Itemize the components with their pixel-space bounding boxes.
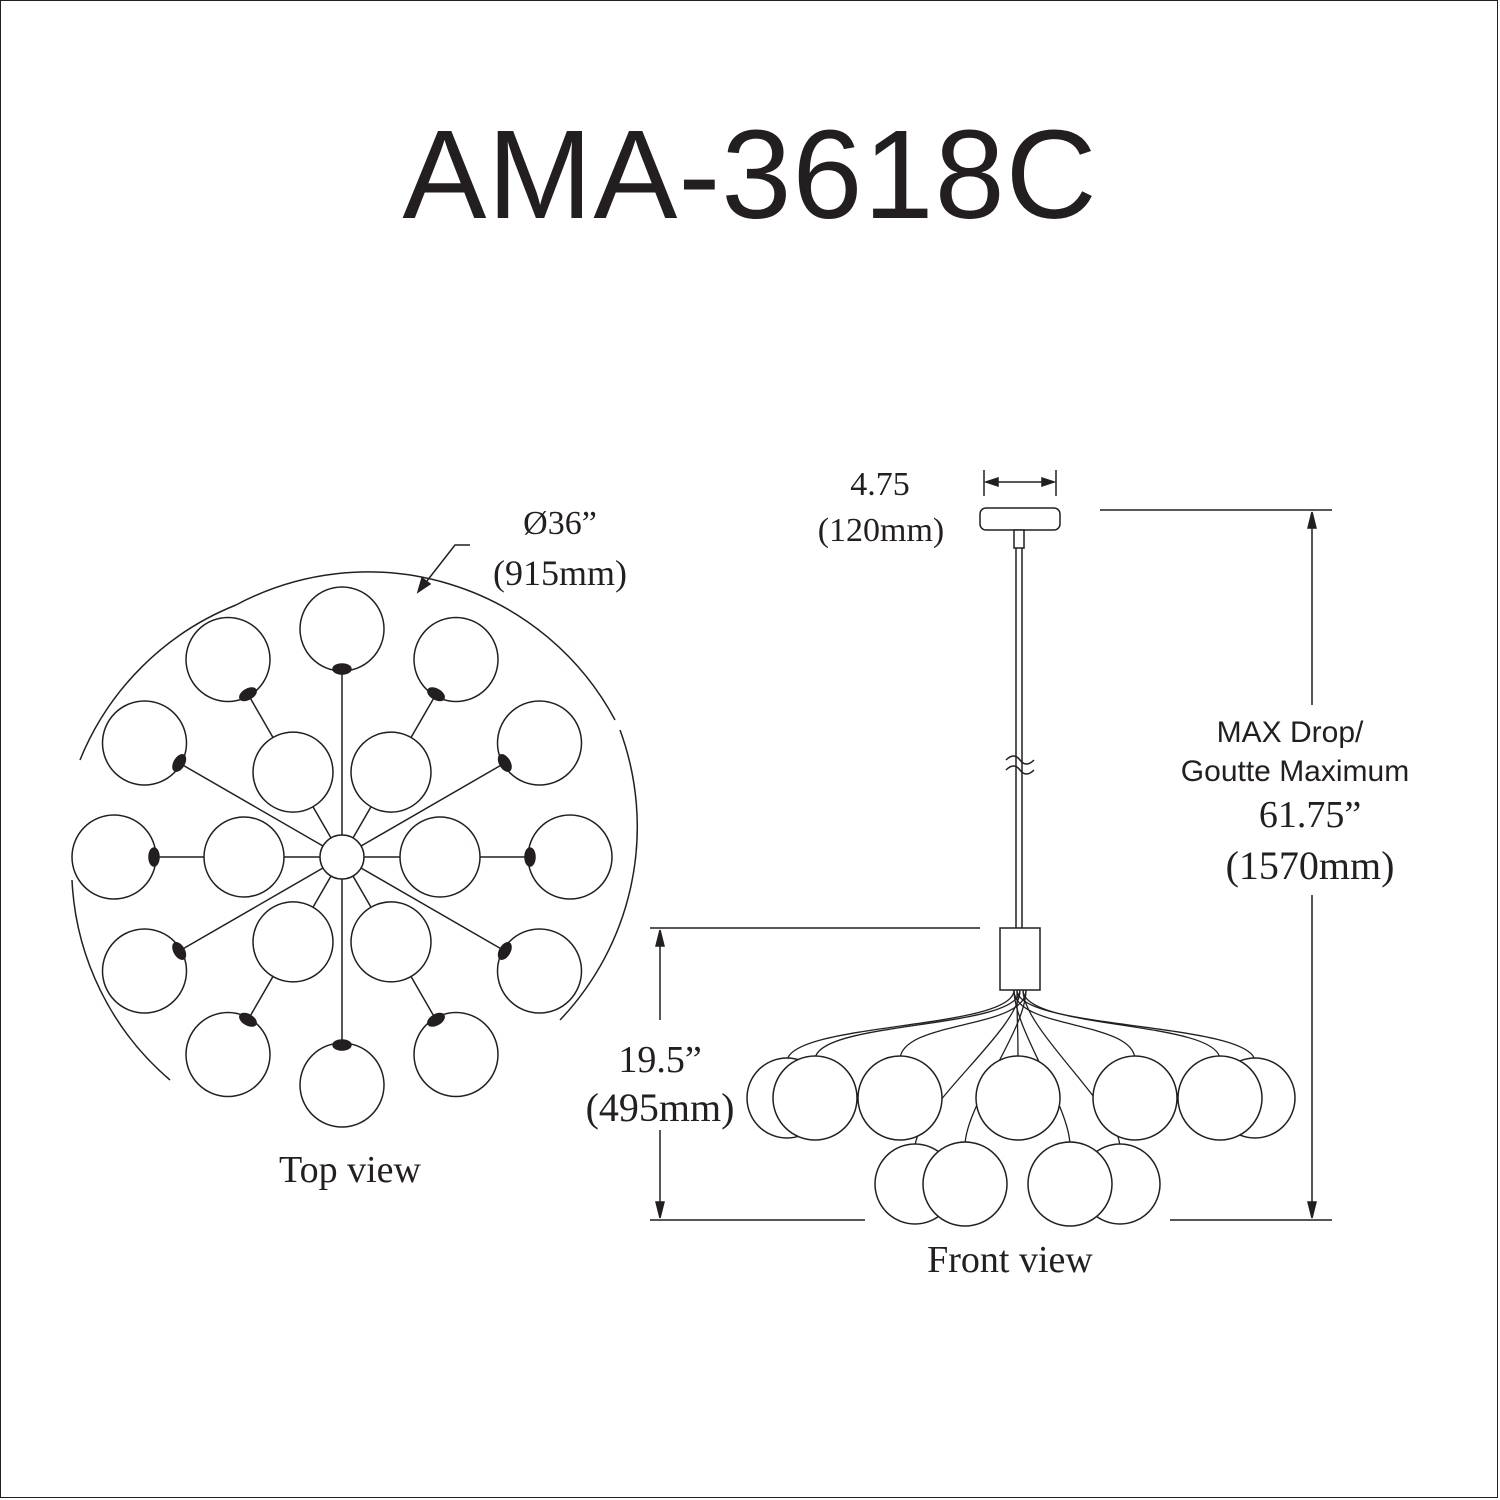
top-view-outer-globe: [101, 928, 188, 1014]
front-view-arm: [899, 989, 1027, 1061]
canopy-neck: [1013, 529, 1025, 549]
max-drop-label-line2: Goutte Maximum: [1180, 755, 1410, 788]
top-view-globe-socket: [172, 942, 187, 960]
model-title: AMA-3618C: [402, 104, 1098, 245]
top-view-outer-globe: [496, 928, 583, 1014]
front-view-globe: [1027, 1141, 1113, 1227]
top-view-outer-globe: [185, 1011, 271, 1098]
top-view-globe-socket: [427, 687, 445, 702]
top-view-arm: [341, 856, 507, 953]
top-view-outer-globe: [185, 616, 271, 703]
rod-break: [1005, 755, 1035, 775]
top-view-outer-globe: [496, 700, 583, 786]
top-view-outer-globe: [413, 1011, 499, 1098]
fixture-height-mm: (495mm): [585, 1085, 735, 1130]
front-view-label: Front view: [927, 1239, 1093, 1281]
top-view-globe-socket: [332, 1039, 352, 1051]
diameter-arrowhead: [416, 576, 432, 594]
front-view-globe: [922, 1141, 1008, 1227]
front-view-globe: [975, 1055, 1061, 1141]
top-view-globe-socket: [332, 663, 352, 675]
canopy-width-in: 4.75: [850, 466, 910, 503]
top-view-inner-globe: [203, 816, 285, 898]
top-view-arm: [177, 856, 343, 953]
top-view-hub: [319, 834, 365, 880]
top-view-diameter-arc-right: [559, 729, 639, 1021]
top-view-label: Top view: [279, 1149, 421, 1191]
top-view-arm: [177, 761, 343, 858]
top-view-globe-socket: [497, 754, 512, 772]
front-view-arm: [1022, 989, 1221, 1061]
top-view-inner-globe: [399, 816, 481, 898]
top-view-arm: [341, 761, 507, 858]
top-view-diameter-mm: (915mm): [493, 553, 627, 593]
fixture-height-in: 19.5”: [618, 1039, 702, 1081]
top-view-globe-socket: [172, 754, 187, 772]
max-drop-in: 61.75”: [1258, 794, 1362, 836]
max-drop-arrow-bottom: [1307, 1201, 1317, 1219]
top-view-inner-globe: [350, 731, 432, 813]
top-view-outer-globe: [101, 700, 188, 786]
top-view-inner-globe: [252, 901, 334, 983]
canopy-width-mm: (120mm): [817, 512, 945, 549]
canopy-dim-arrow-right: [1041, 476, 1057, 488]
front-view-globe: [1177, 1055, 1263, 1141]
front-view-globe: [772, 1055, 858, 1141]
front-view-globe: [1092, 1055, 1178, 1141]
top-view-outer-globe: [413, 616, 499, 703]
max-drop-label-line1: MAX Drop/: [1216, 716, 1364, 749]
front-view-arm: [1016, 989, 1256, 1063]
top-view-diameter-arc-bottom-left: [71, 879, 171, 1081]
front-view-arm: [786, 989, 1015, 1063]
front-view-arm: [1016, 989, 1019, 1061]
canopy-dim-arrow-left: [983, 476, 999, 488]
height-arrow-top: [655, 929, 665, 947]
top-view-diameter-arc-left: [79, 604, 237, 761]
top-view-inner-globe: [252, 731, 334, 813]
front-view-globe: [857, 1055, 943, 1141]
front-view-arm: [814, 989, 1021, 1061]
top-view-inner-globe: [350, 901, 432, 983]
top-view-globe-socket: [239, 687, 257, 702]
diameter-leader: [422, 544, 470, 587]
canopy: [979, 507, 1061, 531]
max-drop-mm: (1570mm): [1225, 843, 1395, 888]
top-view-diameter-arc: [235, 571, 616, 721]
top-view-globe-socket: [497, 942, 512, 960]
max-drop-arrow-top: [1307, 511, 1317, 529]
top-view-globe-socket: [148, 847, 160, 867]
top-view-globe-socket: [427, 1012, 445, 1027]
height-arrow-bottom: [655, 1201, 665, 1219]
top-view-diameter-in: Ø36”: [523, 505, 597, 542]
center-body: [999, 927, 1041, 991]
top-view-globe-socket: [239, 1012, 257, 1027]
top-view-globe-socket: [524, 847, 536, 867]
front-view-arm: [1013, 989, 1136, 1061]
